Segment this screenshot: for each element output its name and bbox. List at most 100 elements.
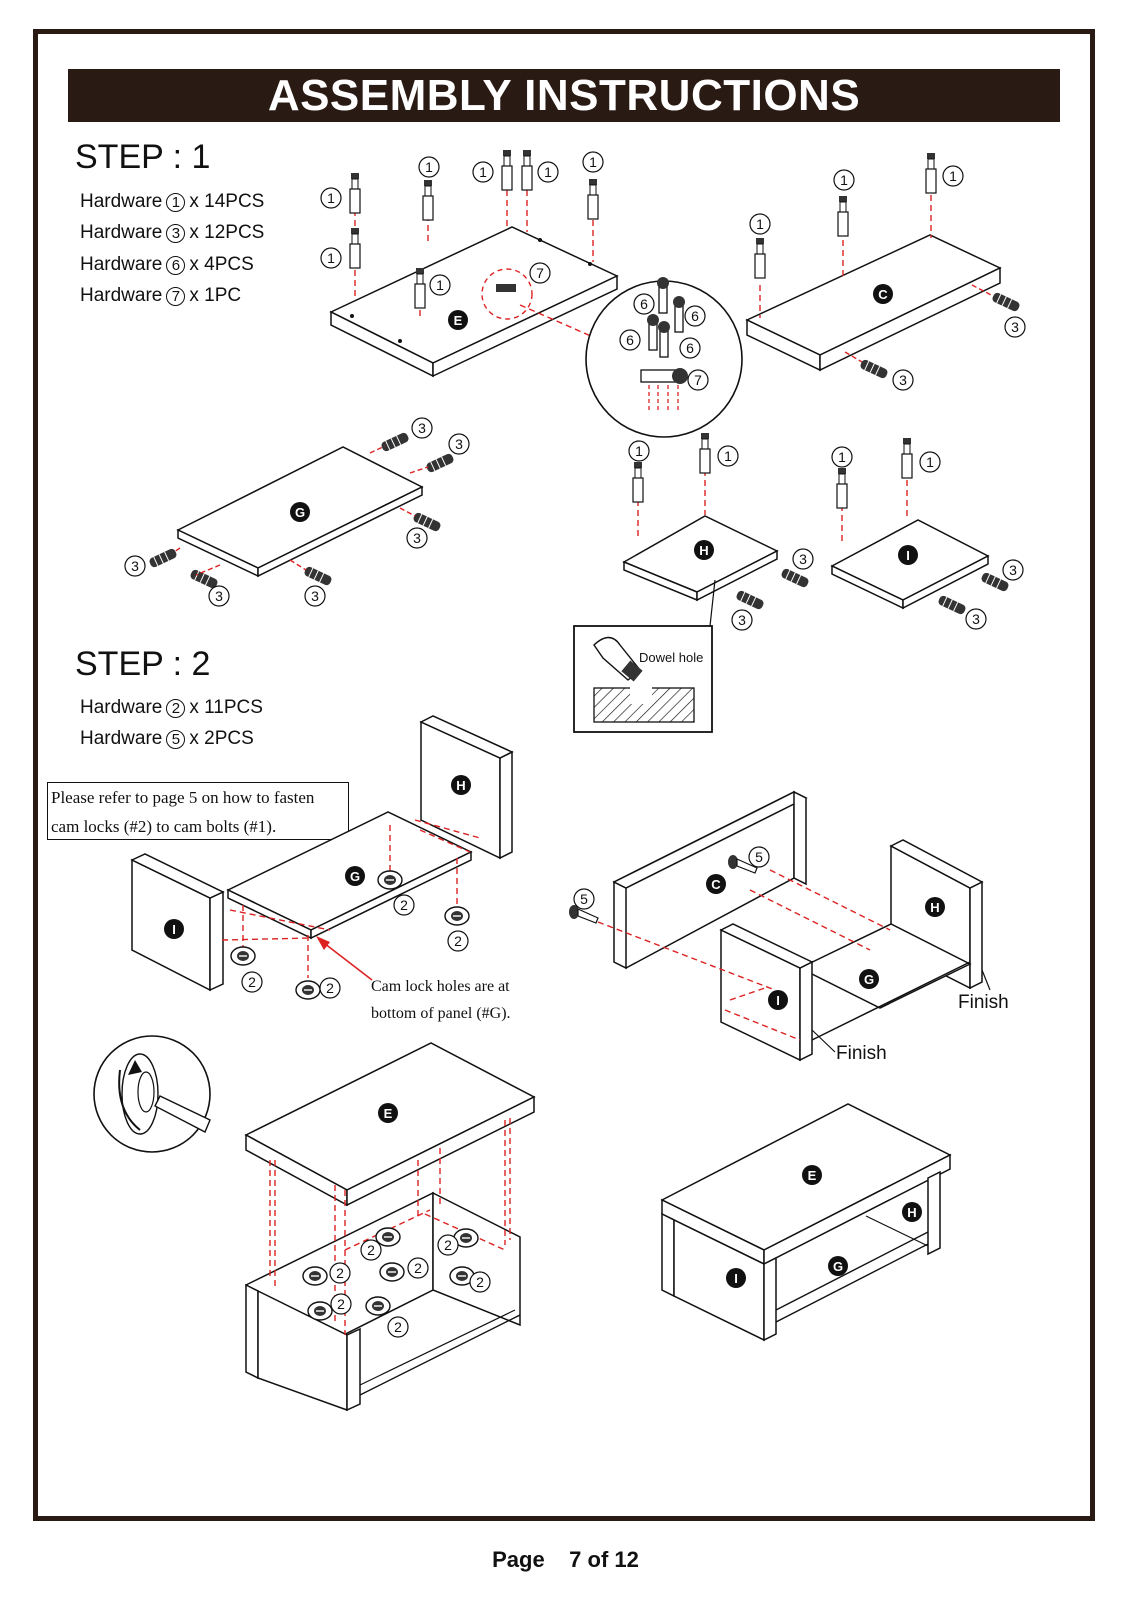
hardware-number: 7 xyxy=(166,286,186,306)
svg-text:1: 1 xyxy=(756,216,764,232)
step1-hardware-7: Hardware 7 x 1PC xyxy=(80,285,241,307)
hardware-qty: x 11PCS xyxy=(189,697,263,718)
svg-text:3: 3 xyxy=(311,588,319,604)
svg-text:3: 3 xyxy=(738,612,746,628)
panel-e-diagram xyxy=(329,149,619,378)
svg-text:6: 6 xyxy=(686,340,694,356)
svg-text:2: 2 xyxy=(337,1296,345,1312)
svg-text:1: 1 xyxy=(724,448,732,464)
note-line: cam locks (#2) to cam bolts (#1). xyxy=(51,817,277,836)
svg-text:1: 1 xyxy=(436,277,444,293)
svg-text:2: 2 xyxy=(367,1242,375,1258)
svg-text:1: 1 xyxy=(635,443,643,459)
hardware-qty: x 2PCS xyxy=(189,728,254,749)
hardware-number: 5 xyxy=(166,729,186,749)
svg-text:7: 7 xyxy=(694,372,702,388)
panel-letter-h: H xyxy=(930,900,939,915)
page-label: Page xyxy=(492,1547,545,1572)
svg-text:3: 3 xyxy=(418,420,426,436)
hardware-label: Hardware xyxy=(80,697,163,718)
svg-text:7: 7 xyxy=(536,265,544,281)
hardware-qty: x 1PC xyxy=(189,285,242,306)
svg-text:6: 6 xyxy=(626,332,634,348)
svg-text:1: 1 xyxy=(840,172,848,188)
hardware-label: Hardware xyxy=(80,254,163,275)
page-border xyxy=(33,29,1095,1521)
svg-text:5: 5 xyxy=(580,891,588,907)
svg-text:1: 1 xyxy=(425,159,433,175)
page-number: 7 of 12 xyxy=(569,1547,639,1572)
hardware-number: 6 xyxy=(166,255,186,275)
hardware-number: 3 xyxy=(166,223,186,243)
svg-text:1: 1 xyxy=(327,250,335,266)
panel-letter-e: E xyxy=(384,1106,393,1121)
svg-text:3: 3 xyxy=(1011,319,1019,335)
screw-5-left xyxy=(569,905,599,924)
screw-5-right xyxy=(728,855,758,874)
panel-letter-c: C xyxy=(711,877,721,892)
step1-heading: STEP : 1 xyxy=(75,138,211,176)
cam-lock-reference-note: Please refer to page 5 on how to fasten … xyxy=(47,782,349,840)
panel-letter-i: I xyxy=(906,548,910,563)
panel-letter-i: I xyxy=(172,922,176,937)
hardware-qty: x 4PCS xyxy=(189,254,254,275)
cam-rotate-detail xyxy=(93,1035,211,1153)
step2-right-diagram xyxy=(569,790,991,1062)
finished-table-diagram xyxy=(660,1103,952,1342)
panel-letter-g: G xyxy=(295,505,305,520)
svg-text:3: 3 xyxy=(455,436,463,452)
dowel-hole-label: Dowel hole xyxy=(639,650,704,665)
svg-text:2: 2 xyxy=(248,974,256,990)
page-footer: Page 7 of 12 xyxy=(0,1547,1131,1573)
svg-text:1: 1 xyxy=(926,454,934,470)
panel-letter-g: G xyxy=(350,869,360,884)
svg-text:2: 2 xyxy=(326,980,334,996)
hardware-callouts xyxy=(124,151,1026,1338)
hardware-number: 1 xyxy=(166,192,186,212)
finish-label-front: Finish xyxy=(836,1043,887,1064)
panel-h-diagram xyxy=(622,432,811,611)
panel-letter-i: I xyxy=(776,993,780,1008)
svg-text:2: 2 xyxy=(400,897,408,913)
bracket-detail-diagram xyxy=(585,277,743,438)
step2-hardware-5: Hardware 5 x 2PCS xyxy=(80,728,254,750)
svg-text:2: 2 xyxy=(444,1237,452,1253)
cam-lock-note-line2: bottom of panel (#G). xyxy=(371,1005,511,1022)
page-title: ASSEMBLY INSTRUCTIONS xyxy=(267,71,861,120)
hardware-label: Hardware xyxy=(80,191,163,212)
svg-text:5: 5 xyxy=(755,849,763,865)
step2-left-diagram xyxy=(130,715,514,1000)
hardware-qty: x 14PCS xyxy=(189,191,265,212)
svg-text:2: 2 xyxy=(454,933,462,949)
svg-text:1: 1 xyxy=(949,168,957,184)
svg-text:3: 3 xyxy=(1009,562,1017,578)
svg-text:3: 3 xyxy=(972,611,980,627)
hardware-qty: x 12PCS xyxy=(189,222,265,243)
svg-text:2: 2 xyxy=(476,1274,484,1290)
step1-hardware-6: Hardware 6 x 4PCS xyxy=(80,254,254,276)
panel-letter-e: E xyxy=(808,1168,817,1183)
svg-text:2: 2 xyxy=(394,1319,402,1335)
panel-g-diagram xyxy=(147,431,456,590)
panel-c-diagram xyxy=(745,152,1022,380)
svg-text:3: 3 xyxy=(131,558,139,574)
step2-heading: STEP : 2 xyxy=(75,645,211,683)
hardware-label: Hardware xyxy=(80,285,163,306)
step1-hardware-1: Hardware 1 x 14PCS xyxy=(80,191,264,213)
svg-text:1: 1 xyxy=(327,190,335,206)
svg-text:2: 2 xyxy=(336,1265,344,1281)
panel-letter-h: H xyxy=(907,1205,916,1220)
panel-letter-g: G xyxy=(833,1259,843,1274)
svg-text:6: 6 xyxy=(691,308,699,324)
svg-text:2: 2 xyxy=(414,1260,422,1276)
svg-text:3: 3 xyxy=(215,588,223,604)
hardware-label: Hardware xyxy=(80,728,163,749)
top-e-assembly-diagram xyxy=(244,1042,536,1412)
svg-text:3: 3 xyxy=(413,530,421,546)
hardware-label: Hardware xyxy=(80,222,163,243)
step2-hardware-2: Hardware 2 x 11PCS xyxy=(80,697,263,719)
svg-text:3: 3 xyxy=(899,372,907,388)
cam-lock-note-line1: Cam lock holes are at xyxy=(371,978,510,995)
title-banner: ASSEMBLY INSTRUCTIONS xyxy=(68,69,1060,122)
